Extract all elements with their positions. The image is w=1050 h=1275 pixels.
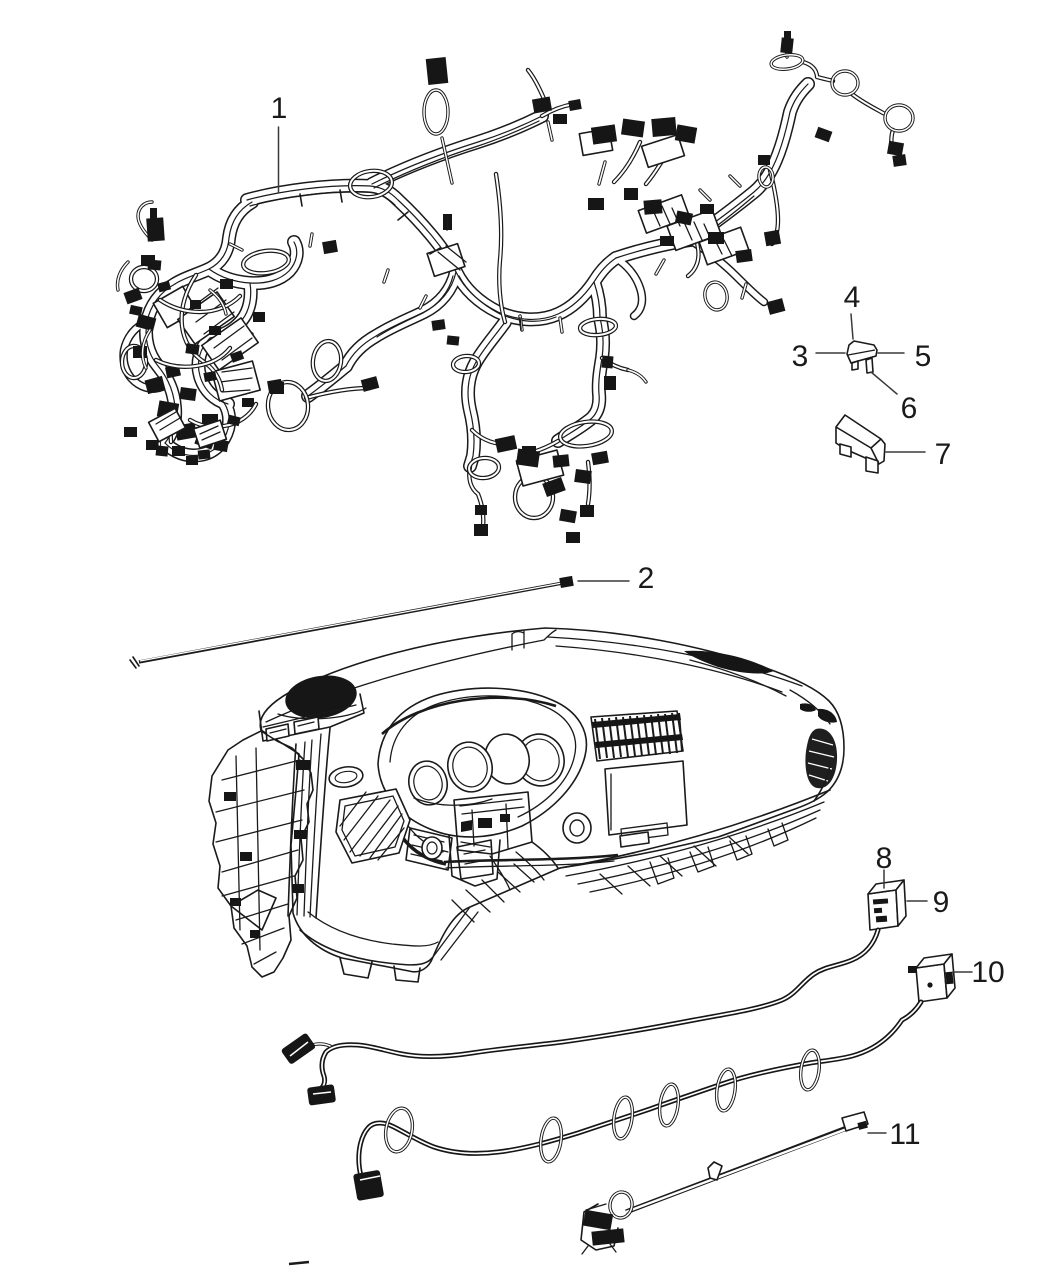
svg-text:8: 8: [876, 842, 893, 875]
svg-text:11: 11: [889, 1118, 920, 1151]
svg-text:3: 3: [792, 340, 809, 373]
svg-text:4: 4: [844, 281, 861, 314]
svg-text:6: 6: [901, 392, 918, 425]
svg-text:7: 7: [935, 438, 952, 471]
svg-text:10: 10: [971, 956, 1004, 989]
svg-text:9: 9: [933, 886, 950, 919]
svg-text:1: 1: [271, 92, 288, 125]
svg-text:5: 5: [915, 340, 932, 373]
svg-text:2: 2: [638, 562, 655, 595]
